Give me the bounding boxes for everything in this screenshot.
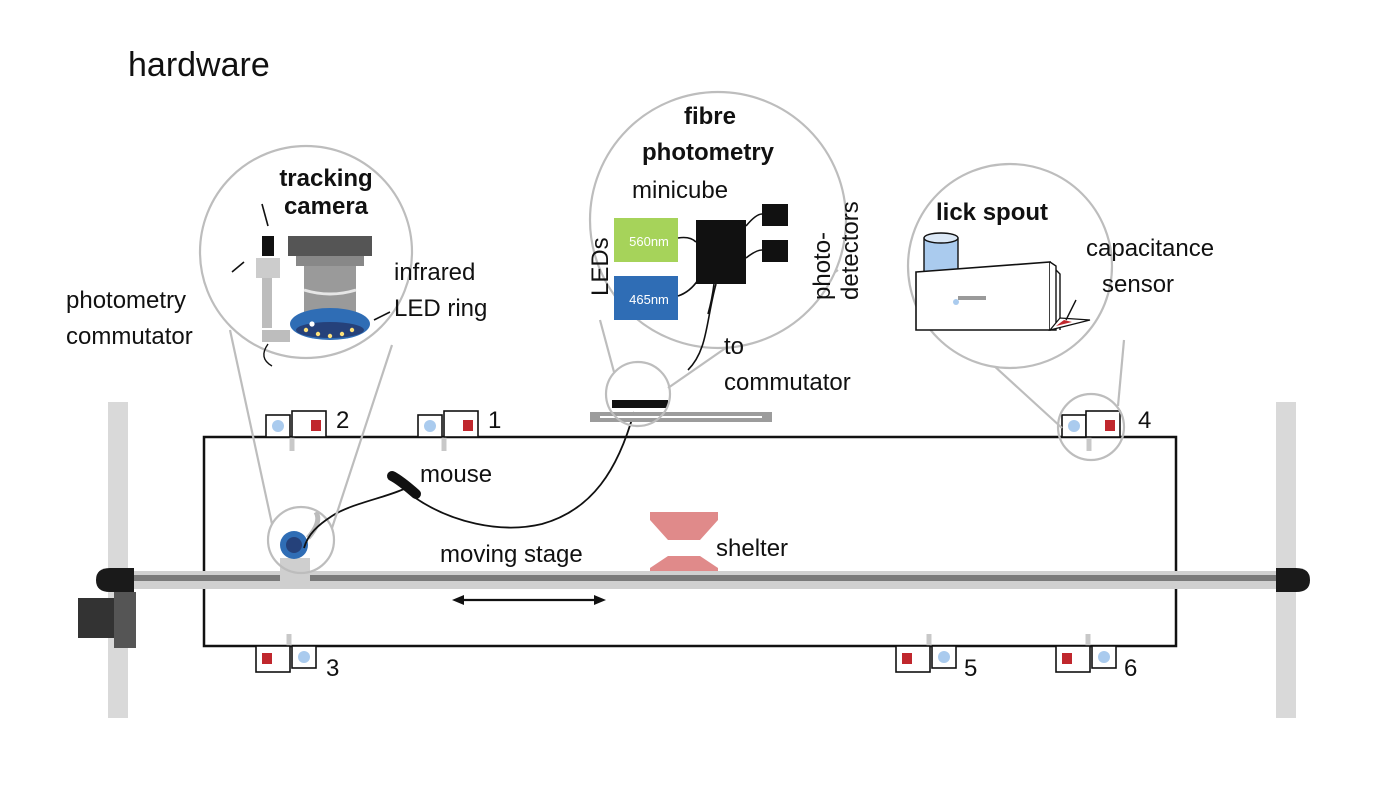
fibre-photometry-label-1: fibre — [684, 103, 736, 130]
leds-label: LEDs — [587, 237, 614, 296]
port-stems — [286, 437, 1092, 646]
arena — [202, 435, 1178, 648]
moving-stage-label: moving stage — [440, 541, 583, 568]
port-6 — [1055, 645, 1117, 673]
commutator-bar — [590, 400, 772, 422]
shelter — [650, 512, 718, 572]
port-2 — [265, 410, 327, 438]
capacitance-sensor-label-2: sensor — [1102, 271, 1174, 298]
capacitance-sensor-label-1: capacitance — [1086, 235, 1214, 262]
right-support-post — [1276, 402, 1296, 718]
mouse-label: mouse — [420, 461, 492, 488]
port-4 — [1061, 410, 1121, 438]
shelter-label: shelter — [716, 535, 788, 562]
mouse-figure — [387, 471, 421, 499]
linear-rail — [96, 568, 1310, 592]
infrared-label-2: LED ring — [394, 295, 487, 322]
moving-stage-arrow — [452, 595, 606, 605]
photometry-commutator-label-1: photometry — [66, 287, 186, 314]
lick-spout-label: lick spout — [936, 199, 1048, 226]
led-465-box — [614, 276, 678, 320]
port-label-6: 6 — [1124, 655, 1137, 682]
port-label-5: 5 — [964, 655, 977, 682]
tracking-camera-label-1: tracking — [279, 165, 372, 192]
minicube-label: minicube — [632, 177, 728, 204]
photodetector-top — [762, 204, 788, 226]
led-465-label: 465nm — [629, 292, 669, 307]
infrared-label-1: infrared — [394, 259, 475, 286]
minicube-box — [696, 220, 746, 284]
photodetectors-label-1: photo- — [809, 232, 836, 300]
cables — [303, 411, 635, 549]
tracking-camera-drawing — [231, 203, 391, 367]
led-560-label: 560nm — [629, 234, 669, 249]
port-label-4: 4 — [1138, 407, 1151, 434]
lick-zoom-circle-small — [1056, 392, 1126, 462]
port-3 — [255, 645, 317, 673]
fibre-photometry-drawing — [614, 204, 788, 371]
fibre-zoom-circle-small — [604, 360, 672, 428]
to-commutator-label-1: to — [724, 333, 744, 360]
stage-motor — [78, 592, 136, 648]
diagram-title: hardware — [128, 46, 270, 84]
fibre-photometry-label-2: photometry — [642, 139, 775, 166]
port-label-3: 3 — [326, 655, 339, 682]
left-support-post — [108, 402, 128, 718]
photodetector-bottom — [762, 240, 788, 262]
led-560-box — [614, 218, 678, 262]
port-5 — [895, 645, 957, 673]
photometry-commutator-label-2: commutator — [66, 323, 193, 350]
photodetectors-label-2: detectors — [837, 201, 864, 300]
tracking-camera-label-2: camera — [284, 193, 369, 220]
port-label-1: 1 — [488, 407, 501, 434]
camera-zoom-circle-small — [266, 505, 336, 575]
port-1 — [417, 410, 479, 438]
to-commutator-label-2: commutator — [724, 369, 851, 396]
port-label-2: 2 — [336, 407, 349, 434]
lick-spout-drawing — [915, 232, 1091, 332]
